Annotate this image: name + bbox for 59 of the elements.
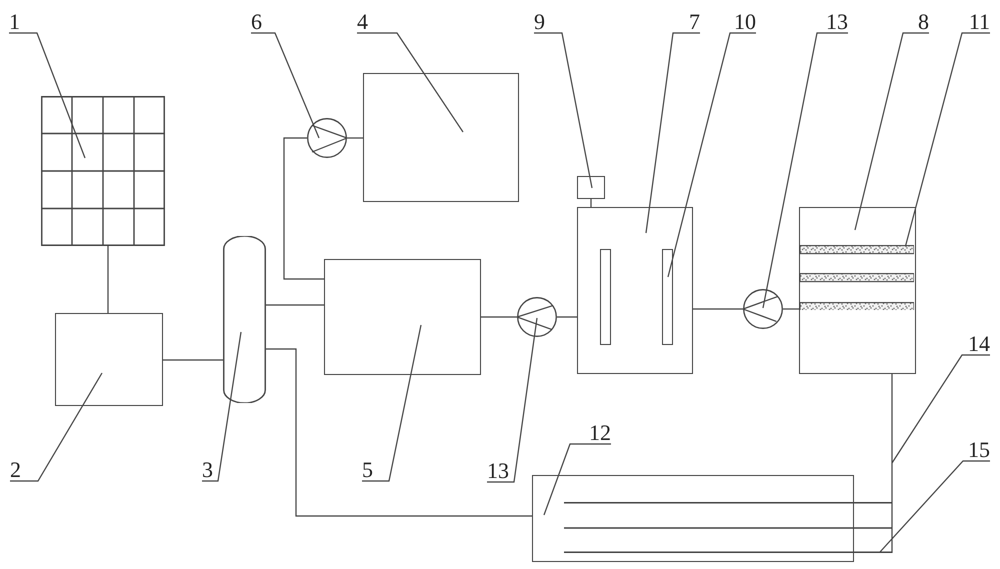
- pipe-line: [557, 316, 577, 318]
- leader-line: [9, 32, 86, 158]
- pipe-line: [266, 304, 324, 306]
- callout-number: 14: [968, 333, 990, 355]
- pipe-line: [283, 137, 324, 280]
- leader-line: [534, 32, 593, 188]
- leader-line: [10, 372, 103, 482]
- callout-number: 10: [734, 11, 756, 33]
- callout-number: 4: [357, 11, 368, 33]
- callout-number: 12: [589, 422, 611, 444]
- equipment-box: [532, 475, 854, 562]
- leader-line: [762, 32, 848, 308]
- callout-number: 1: [9, 11, 20, 33]
- leader-line: [667, 32, 756, 278]
- filter-layers: [800, 244, 914, 310]
- leader-line: [880, 460, 990, 552]
- callout-number: 15: [968, 439, 990, 461]
- callout-number: 6: [251, 11, 262, 33]
- callout-number: 9: [534, 11, 545, 33]
- callout-number: 8: [918, 11, 929, 33]
- electrode-bar: [662, 248, 672, 344]
- solar-panel: [41, 96, 165, 246]
- tank: [577, 207, 693, 374]
- leader-line: [892, 354, 990, 464]
- leader-line: [543, 443, 611, 516]
- pipe-line: [590, 199, 592, 207]
- pipe-line: [481, 316, 517, 318]
- storage-vessel: [223, 236, 266, 403]
- leader-line: [362, 324, 422, 482]
- pipe-line: [783, 308, 799, 310]
- equipment-box: [363, 73, 519, 202]
- callout-number: 7: [689, 11, 700, 33]
- tank: [799, 207, 916, 374]
- callout-number: 3: [202, 459, 213, 481]
- leader-line: [357, 32, 464, 132]
- pipe-line: [693, 308, 743, 310]
- pipe-line: [107, 246, 109, 313]
- callout-number: 11: [968, 11, 990, 33]
- electrode-bar: [600, 248, 610, 344]
- leader-line: [487, 318, 538, 483]
- leader-line: [854, 32, 929, 230]
- callout-number: 13: [487, 460, 509, 482]
- pump-symbol: [517, 297, 557, 337]
- equipment-box: [55, 313, 163, 406]
- callout-number: 5: [362, 459, 373, 481]
- equipment-box: [577, 176, 605, 199]
- pump-symbol: [743, 289, 783, 329]
- equipment-box: [324, 259, 481, 375]
- leader-line: [645, 32, 700, 234]
- leader-line: [251, 32, 320, 138]
- pump-symbol: [307, 118, 347, 158]
- leader-line: [202, 332, 242, 482]
- callout-number: 2: [10, 459, 21, 481]
- pipe-line: [163, 359, 223, 361]
- pipe-line: [347, 137, 363, 139]
- tube-lines: [564, 502, 892, 553]
- pipe-line: [891, 374, 893, 554]
- pipe-line: [266, 348, 532, 517]
- callout-number: 13: [826, 11, 848, 33]
